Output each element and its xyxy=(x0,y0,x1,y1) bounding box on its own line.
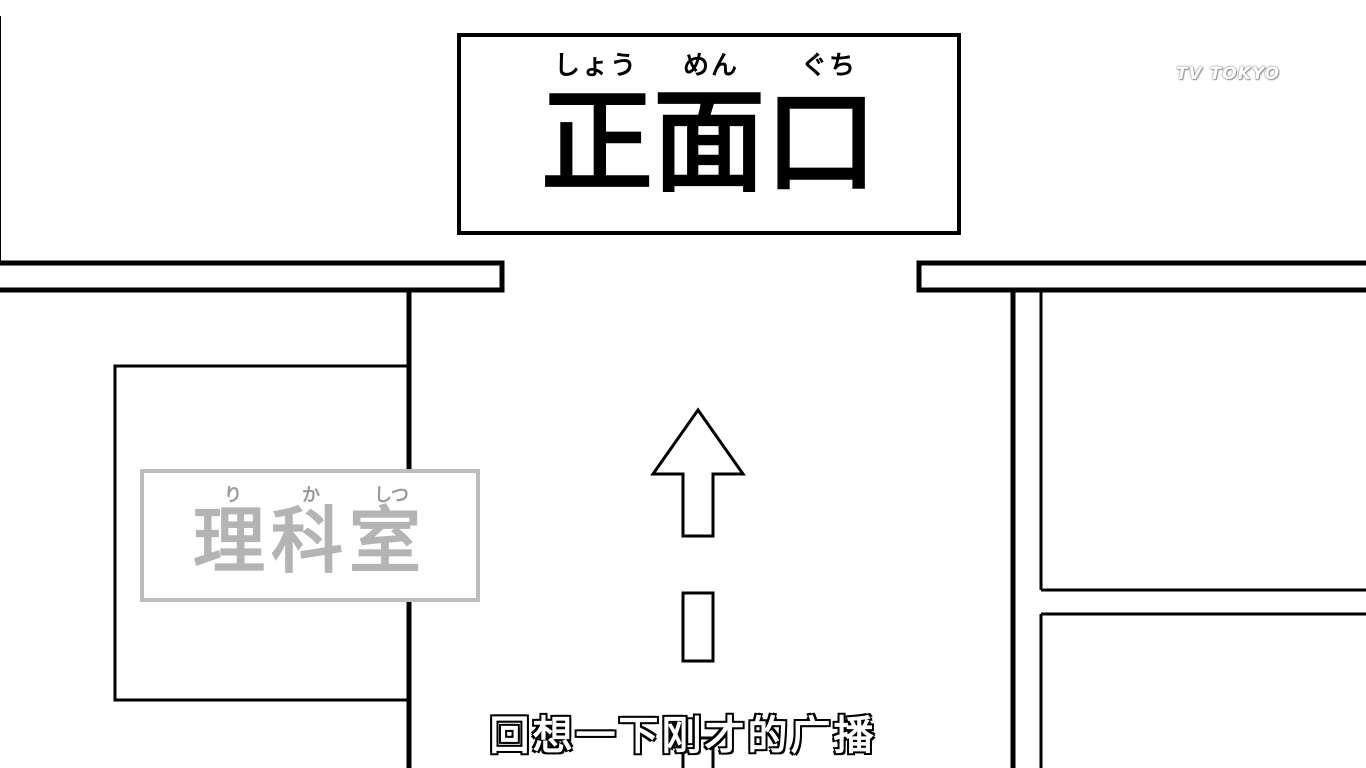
ruby-guchi: ぐち xyxy=(801,51,858,81)
right-ledge xyxy=(916,260,1366,293)
up-arrow xyxy=(650,407,746,538)
path-dash xyxy=(681,591,715,663)
tv-tokyo-logo: TV TOKYO xyxy=(1175,64,1280,84)
ruby-sho: しょう xyxy=(554,51,639,81)
science-room-kanji: 理科室 xyxy=(192,499,427,583)
ruby-ri: り xyxy=(224,485,242,506)
science-room-sign: り か しつ 理科室 xyxy=(140,469,480,602)
subtitle-text: 回想一下刚才的广播 xyxy=(489,712,877,760)
ruby-ka: か xyxy=(302,485,320,506)
ruby-men: めん xyxy=(683,51,740,81)
entrance-sign: しょう めん ぐち 正面口 xyxy=(457,33,961,235)
ruby-shitsu: しつ xyxy=(374,485,409,506)
path-dash-bottom xyxy=(681,736,715,768)
left-ledge xyxy=(0,260,505,293)
entrance-sign-kanji: 正面口 xyxy=(541,78,877,208)
